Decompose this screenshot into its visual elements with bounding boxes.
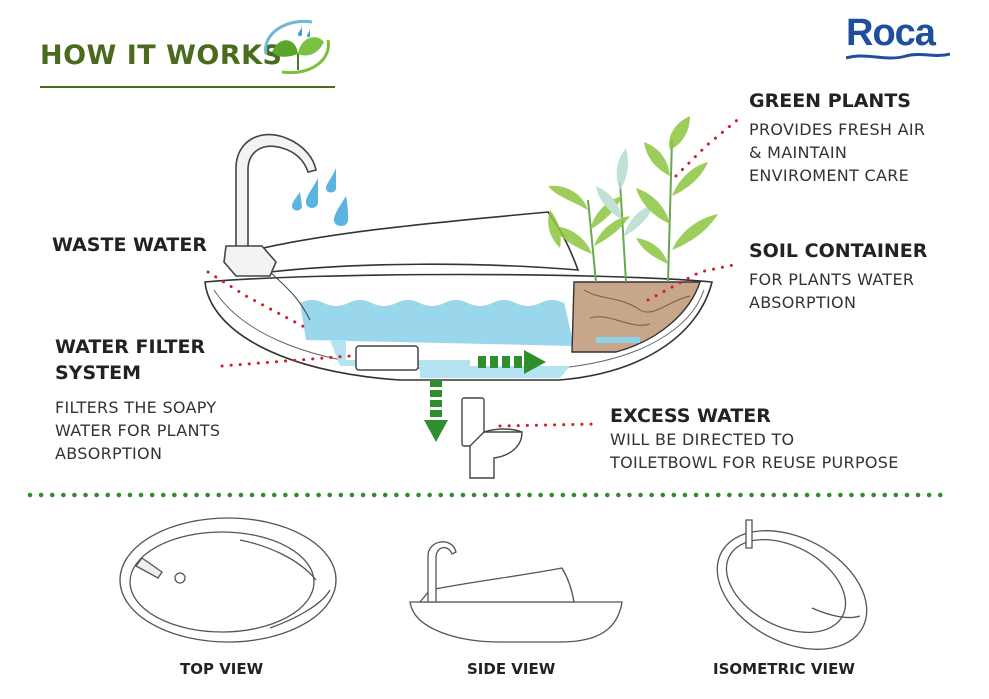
faucet-icon: [223, 133, 317, 277]
leader-lines: [206, 114, 744, 428]
soil-container: [571, 281, 701, 353]
leaf-water-logo-icon: [264, 19, 330, 75]
title-underline: [40, 86, 335, 88]
isometric-view-drawing: [716, 519, 868, 650]
side-view-label: SIDE VIEW: [467, 660, 556, 678]
page-title: HOW IT WORKS: [40, 40, 283, 71]
water-drops-icon: [292, 168, 348, 226]
isometric-view-label: ISOMETRIC VIEW: [713, 660, 855, 678]
top-view-drawing: [119, 517, 337, 643]
water-filter-desc: FILTERS THE SOAPY WATER FOR PLANTS ABSOR…: [55, 398, 221, 463]
brand-logo: Roca: [846, 12, 936, 54]
downflow-arrow-icon: [424, 380, 448, 442]
basin-lid: [253, 211, 580, 273]
soil-container-title: SOIL CONTAINER: [749, 240, 928, 262]
plant-icon: [587, 139, 673, 283]
water-filter-title: WATER FILTER SYSTEM: [55, 336, 206, 384]
water-body: [300, 299, 574, 346]
waste-water-title: WASTE WATER: [52, 234, 207, 256]
excess-water-title: EXCESS WATER: [610, 405, 771, 427]
soil-container-desc: FOR PLANTS WATER ABSORPTION: [749, 270, 915, 312]
green-plants-title: GREEN PLANTS: [749, 90, 911, 112]
brand-wave-icon: [846, 52, 950, 60]
flow-arrow-icon: [478, 350, 546, 374]
excess-water-desc: WILL BE DIRECTED TO TOILETBOWL FOR REUSE…: [610, 430, 899, 472]
filter-box-icon: [355, 345, 419, 371]
toilet-icon: [461, 397, 523, 479]
side-view-drawing: [409, 541, 623, 643]
top-view-label: TOP VIEW: [180, 660, 264, 678]
green-plants-desc: PROVIDES FRESH AIR & MAINTAIN ENVIROMENT…: [749, 120, 926, 185]
